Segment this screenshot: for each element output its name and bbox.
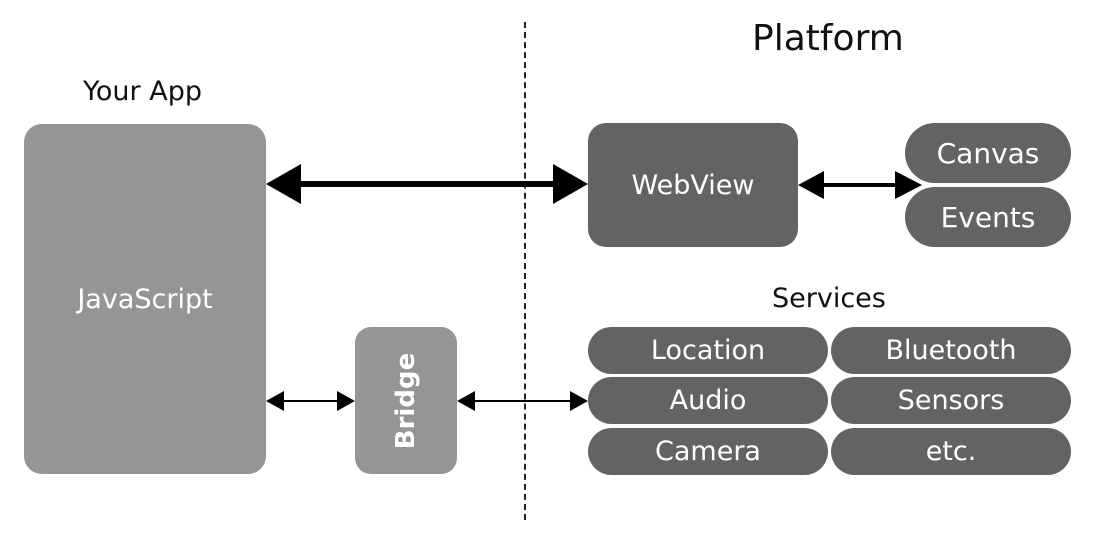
service-etc-pill: etc. [831, 428, 1071, 475]
platform-title: Platform [752, 18, 904, 59]
service-audio-label: Audio [669, 385, 747, 416]
service-location-label: Location [650, 335, 766, 366]
service-audio-pill: Audio [588, 377, 828, 424]
canvas-pill: Canvas [905, 123, 1071, 183]
events-pill: Events [905, 187, 1071, 247]
js-webview-arrow [266, 164, 588, 204]
services-title: Services [772, 283, 886, 314]
events-label: Events [940, 200, 1036, 234]
service-camera-pill: Camera [588, 428, 828, 475]
service-etc-label: etc. [925, 436, 977, 467]
your-app-title: Your App [83, 76, 202, 107]
service-location-pill: Location [588, 327, 828, 374]
webview-box: WebView [588, 123, 798, 247]
app-platform-divider [524, 22, 526, 520]
service-bluetooth-label: Bluetooth [885, 335, 1017, 366]
service-sensors-label: Sensors [897, 385, 1005, 416]
service-camera-label: Camera [655, 436, 761, 467]
canvas-label: Canvas [936, 136, 1040, 170]
webview-canvas-arrow [798, 171, 922, 199]
bridge-box: Bridge [355, 327, 457, 474]
webview-label: WebView [631, 169, 755, 201]
service-sensors-pill: Sensors [831, 377, 1071, 424]
javascript-box: JavaScript [24, 124, 266, 474]
js-bridge-arrow [266, 391, 355, 411]
javascript-label: JavaScript [77, 283, 213, 315]
service-bluetooth-pill: Bluetooth [831, 327, 1071, 374]
bridge-services-arrow [457, 391, 588, 411]
